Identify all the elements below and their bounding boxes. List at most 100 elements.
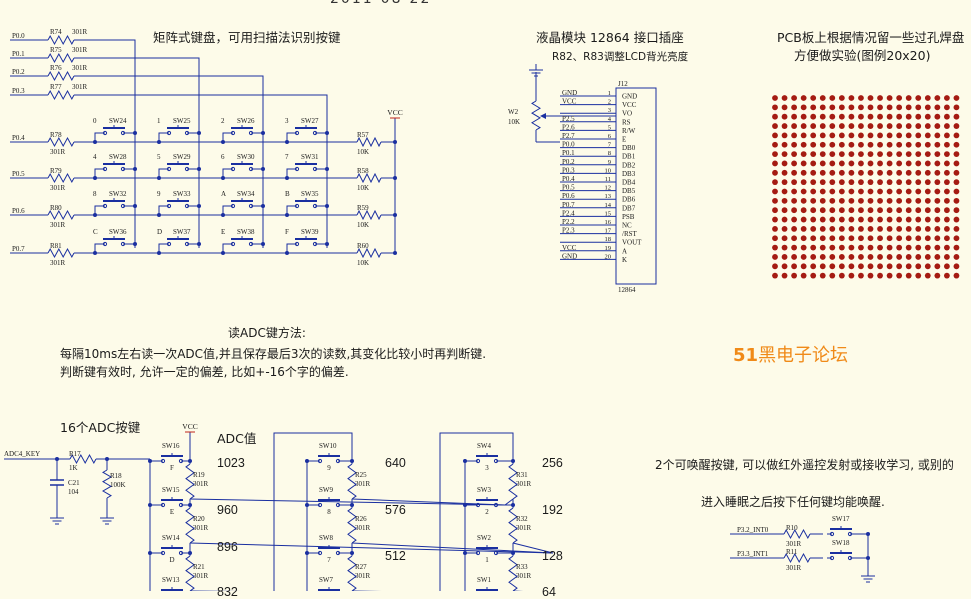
adc-value: 896 [217, 540, 238, 554]
solder-pad [915, 151, 922, 158]
solder-pad [848, 95, 855, 101]
title-fragment: 2011-08-22 [330, 0, 431, 7]
solder-pad [896, 188, 903, 195]
resistor-value: 10K [357, 259, 369, 267]
solder-pad [867, 179, 874, 186]
solder-pad [877, 151, 883, 158]
solder-pad [944, 179, 950, 186]
solder-pad [924, 113, 931, 120]
pin-name: E [622, 136, 626, 144]
solder-pad [886, 123, 893, 129]
switch-contact [102, 203, 108, 209]
solder-pad [781, 179, 788, 186]
resistor-value: 301R [193, 572, 209, 580]
junction-dot [511, 503, 515, 507]
adc-method-line2: 判断键有效时, 允许一定的偏差, 比如+-16个字的偏差. [60, 365, 349, 379]
solder-pad [858, 244, 864, 251]
switch-contact [160, 502, 166, 508]
adc-value-heading: ADC值 [217, 431, 257, 446]
solder-pad [791, 235, 797, 242]
junction-dot [350, 503, 354, 507]
pin-name: DB4 [622, 179, 636, 187]
key-legend: 6 [221, 153, 225, 161]
solder-pad [791, 179, 797, 186]
switch-ref: SW10 [319, 442, 337, 450]
switch-contact [248, 166, 254, 172]
resistor-ref: R74 [50, 28, 62, 36]
junction-dot [325, 131, 329, 135]
solder-pad [838, 160, 845, 167]
switch-contact [120, 166, 126, 172]
solder-pad [924, 235, 931, 242]
pin-name: DB5 [622, 187, 636, 195]
solder-pad [896, 272, 903, 279]
solder-pad [829, 263, 836, 270]
pin-name: DB0 [622, 144, 636, 152]
junction-dot [325, 242, 329, 246]
vcc-label: VCC [182, 422, 197, 431]
switch-lead [222, 132, 228, 142]
switch-ref: SW9 [319, 486, 334, 494]
switch-contact [312, 203, 318, 209]
solder-pad [915, 95, 922, 101]
resistor-value: 301R [50, 259, 66, 267]
solder-pad [848, 207, 855, 214]
solder-pad [944, 123, 950, 129]
solder-pad [905, 263, 912, 270]
solder-pad [800, 169, 807, 176]
solder-pad [953, 179, 960, 186]
pin-number: 6 [608, 133, 612, 140]
junction-dot [393, 176, 397, 180]
solder-pad [819, 226, 826, 232]
solder-pad [915, 207, 922, 214]
solder-pad [781, 226, 788, 232]
solder-pad [924, 254, 931, 260]
net-label: P0.1 [562, 149, 575, 157]
solder-pad [934, 216, 941, 223]
switch-ref: SW7 [319, 576, 334, 584]
switch-ref: SW36 [109, 228, 127, 236]
junction-dot [305, 459, 309, 463]
solder-pad [867, 95, 874, 101]
solder-pad [905, 95, 912, 101]
solder-pad [819, 244, 826, 251]
switch-ref: SW1 [477, 576, 492, 584]
solder-pad [896, 197, 903, 204]
pin-number: 8 [608, 150, 611, 157]
switch-contact [184, 203, 190, 209]
solder-pad [924, 197, 931, 204]
switch-contact [166, 130, 172, 136]
junction-dot [157, 251, 161, 255]
adc-keys-heading: 16个ADC按键 [60, 420, 141, 435]
solder-pad [867, 197, 874, 204]
solder-pad [819, 169, 826, 176]
resistor-ref: R19 [193, 471, 205, 479]
solder-pad [896, 113, 903, 120]
solder-pad [791, 123, 797, 129]
pin-number: 17 [605, 228, 612, 235]
solder-pad [848, 244, 855, 251]
solder-pad [867, 169, 874, 176]
junction-dot [188, 459, 192, 463]
solder-pad [858, 235, 864, 242]
solder-pad [905, 179, 912, 186]
pin-name: A [622, 247, 627, 255]
pin-number: 3 [608, 107, 611, 114]
switch-contact [294, 166, 300, 172]
solder-pad [838, 132, 845, 139]
junction-dot [188, 551, 192, 555]
solder-pad [800, 197, 807, 204]
solder-pad [781, 216, 788, 223]
solder-pad [944, 244, 950, 251]
solder-pad [858, 263, 864, 270]
solder-pad [867, 188, 874, 195]
lcd-connector-body [615, 87, 657, 285]
adc-value: 256 [542, 456, 563, 470]
resistor-value: 301R [193, 480, 209, 488]
switch-contact [160, 458, 166, 464]
junction-dot [866, 556, 870, 560]
switch-lead [158, 168, 164, 178]
junction-dot [55, 457, 59, 461]
resistor [47, 209, 75, 221]
resistor [508, 507, 518, 544]
